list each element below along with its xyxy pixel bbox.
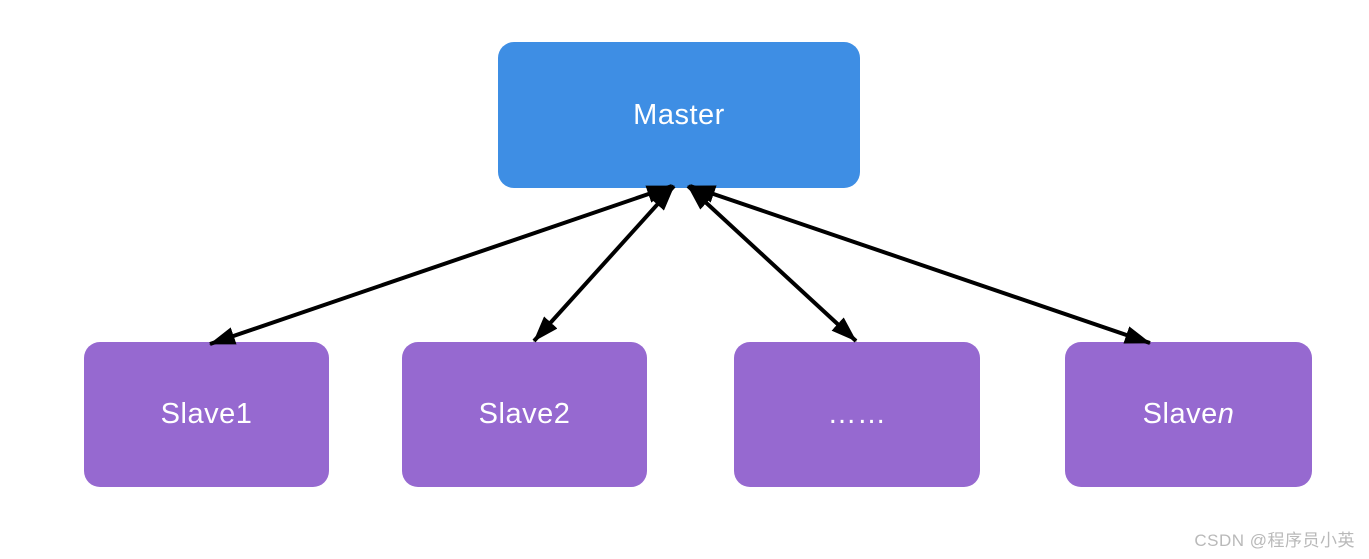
slave2-node: Slave2 xyxy=(402,342,647,487)
slaven-node: Slaven xyxy=(1065,342,1312,487)
slave1-node: Slave1 xyxy=(84,342,329,487)
arrow-master-slave2 xyxy=(532,184,676,343)
master-label: Master xyxy=(633,98,725,131)
arrow-master-slave1 xyxy=(209,184,673,346)
slave1-label: Slave1 xyxy=(160,398,253,430)
arrow-master-slave3 xyxy=(686,184,858,343)
arrow-master-slave4 xyxy=(689,184,1151,345)
csdn-watermark: CSDN @程序员小英 xyxy=(1194,531,1355,550)
master-node: Master xyxy=(498,42,860,188)
slave-ellipsis-node: …… xyxy=(734,342,980,487)
slaven-label: Slaven xyxy=(1142,398,1235,430)
slave-ellipsis-label: …… xyxy=(827,398,887,430)
slave2-label: Slave2 xyxy=(478,398,571,430)
